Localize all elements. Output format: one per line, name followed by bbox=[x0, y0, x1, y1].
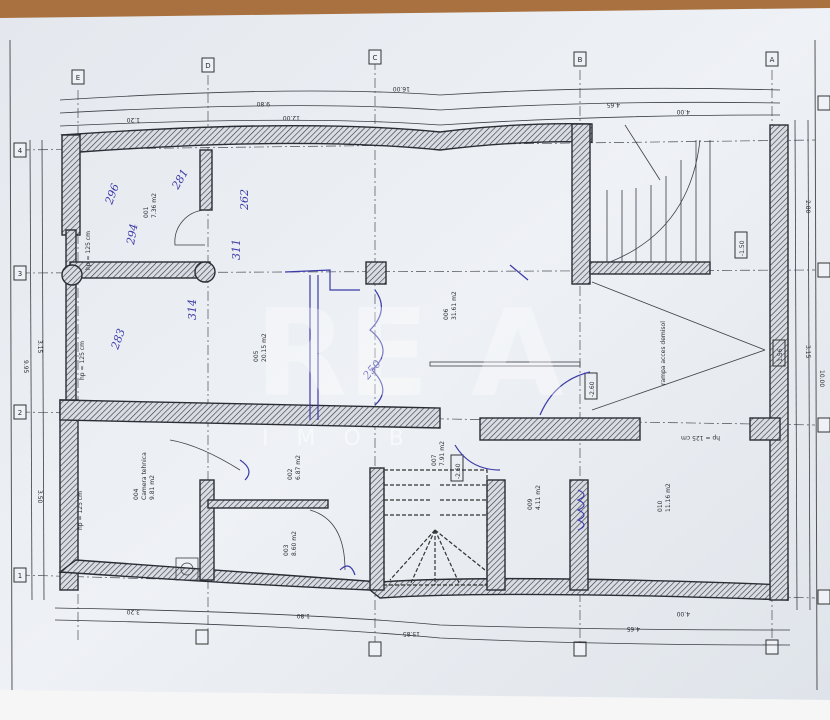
room-area: 11.16 m2 bbox=[665, 483, 672, 512]
dimension-text: 3.15 bbox=[804, 345, 811, 359]
watermark-text: IMOB bbox=[262, 426, 432, 451]
axis-labels-right bbox=[817, 95, 830, 605]
dimension-text: 4.65 bbox=[606, 101, 620, 108]
room-code: 009 bbox=[527, 498, 534, 510]
room-code: 001 bbox=[143, 206, 150, 218]
dimension-text: 10.00 bbox=[818, 370, 825, 387]
handwritten-note: 314 bbox=[186, 299, 199, 320]
elevation-label: -2.60 bbox=[589, 381, 596, 397]
dimension-text: 2.80 bbox=[804, 200, 811, 214]
dimension-text: 12.00 bbox=[283, 114, 300, 121]
axis-label: 3 bbox=[18, 270, 22, 278]
dimension-text: 9.80 bbox=[256, 100, 270, 107]
room-area: 31.61 m2 bbox=[451, 291, 458, 320]
dimension-text: 4.00 bbox=[676, 108, 690, 115]
stairs bbox=[383, 124, 711, 586]
dimension-text: 9.95 bbox=[22, 360, 29, 374]
headroom-note: hp = 125 cm bbox=[681, 434, 720, 441]
room-code: 006 bbox=[443, 308, 450, 320]
dimension-text: 3.20 bbox=[126, 608, 140, 615]
dimension-text: 1.20 bbox=[126, 116, 140, 123]
elevation-markers: -1.50 -1.56 -2.60 -2.60 bbox=[450, 231, 786, 482]
dimension-text: 4.00 bbox=[676, 610, 690, 617]
elevation-label: -1.50 bbox=[739, 240, 746, 256]
dimension-text: 4.65 bbox=[626, 625, 640, 632]
room-code: 003 bbox=[283, 544, 290, 556]
axis-label: A bbox=[770, 56, 775, 64]
dimension-text: 16.00 bbox=[393, 85, 410, 92]
room-area: 7.91 m2 bbox=[439, 441, 446, 466]
room-code: 005 bbox=[253, 350, 260, 362]
handwritten-note: 262 bbox=[238, 189, 251, 211]
dimension-text: 1.80 bbox=[296, 612, 310, 619]
dimension-text: 3.50 bbox=[36, 490, 43, 504]
headroom-note: hp = 125 cm bbox=[85, 231, 92, 270]
handwritten-note: 311 bbox=[230, 239, 243, 260]
room-area: 4.11 m2 bbox=[535, 485, 542, 510]
room-area: 9.81 m2 bbox=[149, 475, 156, 500]
handwritten-note: 294 bbox=[124, 223, 141, 247]
room-code: 004 bbox=[133, 488, 140, 500]
room-code: 010 bbox=[657, 500, 664, 512]
dimension-lines bbox=[29, 87, 811, 646]
axis-label: 1 bbox=[18, 572, 22, 580]
wooden-table bbox=[0, 0, 830, 20]
room-code: 007 bbox=[431, 454, 438, 466]
elevation-label: -1.56 bbox=[777, 348, 784, 364]
axis-labels-left: 4 3 2 1 bbox=[13, 142, 27, 583]
axis-label: B bbox=[578, 56, 583, 64]
door-swings bbox=[169, 209, 346, 571]
watermark-logo: RE A bbox=[255, 285, 564, 424]
ramp-label: rampa acces demisol bbox=[660, 321, 667, 385]
room-area: 7.36 m2 bbox=[151, 193, 158, 218]
headroom-note: hp = 125 cm bbox=[79, 341, 86, 380]
walls bbox=[58, 122, 789, 601]
headroom-note: hp = 125 cm bbox=[77, 491, 84, 530]
room-name: Camera tehnica bbox=[141, 452, 148, 500]
room-area: 6.87 m2 bbox=[295, 455, 302, 480]
axis-label: 4 bbox=[18, 147, 23, 155]
room-area: 8.60 m2 bbox=[291, 531, 298, 556]
room-area: 20.15 m2 bbox=[261, 333, 268, 362]
axis-label: D bbox=[205, 62, 210, 70]
ramp: rampa acces demisol bbox=[591, 281, 766, 411]
axis-labels-top: E D C B A bbox=[71, 49, 779, 85]
dimension-text: 15.85 bbox=[403, 630, 420, 637]
room-code: 002 bbox=[287, 468, 294, 480]
axis-label: C bbox=[373, 54, 378, 62]
axis-labels-bottom bbox=[195, 629, 779, 657]
elevation-label: -2.60 bbox=[455, 463, 462, 479]
axis-label: E bbox=[76, 74, 80, 82]
dimension-text: 3.15 bbox=[36, 340, 43, 354]
axis-label: 2 bbox=[18, 409, 22, 417]
